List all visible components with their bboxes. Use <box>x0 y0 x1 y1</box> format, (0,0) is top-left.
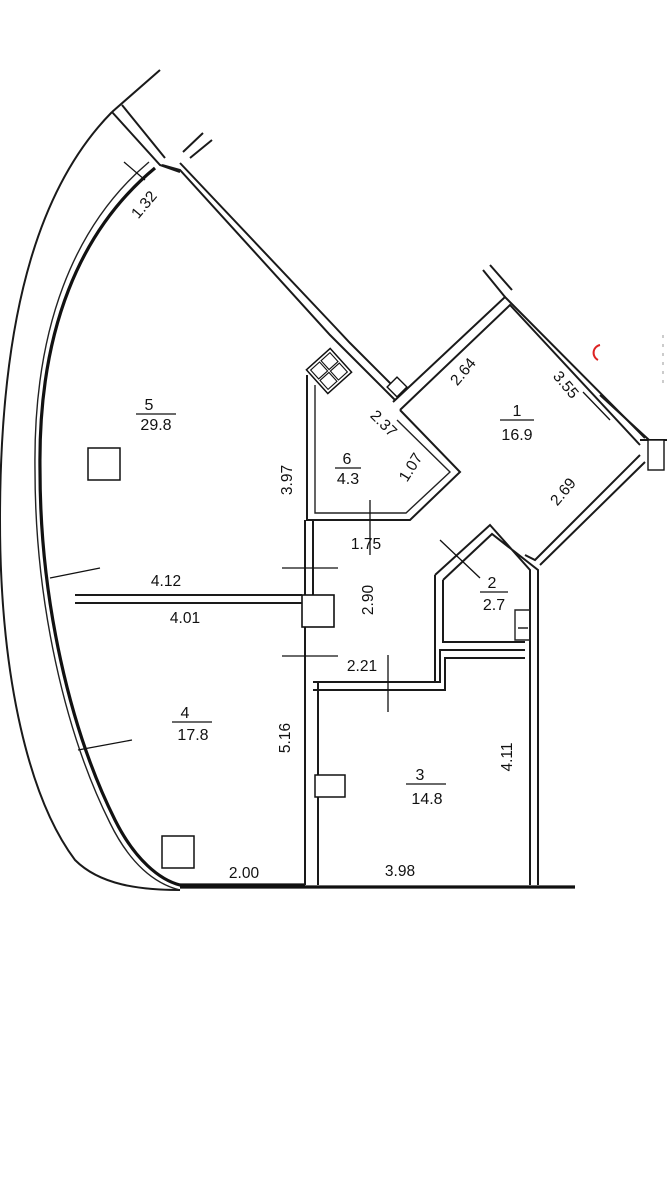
dim-3-97: 3.97 <box>279 465 296 495</box>
dim-2-00: 2.00 <box>229 865 260 882</box>
room-number: 4 <box>181 705 190 722</box>
vent-shaft <box>305 347 353 395</box>
dim-2-37: 2.37 <box>367 407 400 440</box>
room-label-3: 3 14.8 <box>406 767 446 808</box>
room-label-5: 5 29.8 <box>136 397 176 434</box>
room3-top-wall <box>313 649 525 691</box>
curved-window-inner <box>34 161 181 891</box>
dim-3-98: 3.98 <box>385 863 415 880</box>
room-area: 14.8 <box>411 791 442 808</box>
small-square-room1 <box>386 376 408 398</box>
room3-fixture <box>314 774 346 798</box>
room-label-2: 2 2.7 <box>480 575 508 614</box>
dim-2-21: 2.21 <box>347 658 377 675</box>
room1-top-walls <box>399 303 641 446</box>
outer-curve-wall <box>111 69 161 113</box>
hall-column <box>301 594 335 628</box>
room-number: 2 <box>488 575 497 592</box>
room2-walls <box>434 523 539 885</box>
right-edge-fixture <box>647 439 665 471</box>
dim-2-69: 2.69 <box>547 475 579 509</box>
dim-4-11: 4.11 <box>499 742 516 771</box>
room-area: 16.9 <box>501 427 532 444</box>
tick-marks <box>49 161 611 751</box>
dim-4-01: 4.01 <box>170 610 200 627</box>
top-left-wall-a <box>111 111 181 173</box>
vent-shaft-cells <box>309 351 349 391</box>
curved-window <box>38 166 305 887</box>
room4-column <box>161 835 195 869</box>
room-label-6: 6 4.3 <box>335 451 361 488</box>
dim-2-90: 2.90 <box>360 585 377 616</box>
room1-corridor-top <box>482 264 513 298</box>
room-area: 17.8 <box>177 727 208 744</box>
room4-top-wall <box>75 594 302 604</box>
room-number: 5 <box>145 397 154 414</box>
room-number: 1 <box>513 403 522 420</box>
room1-lower-wall <box>524 454 646 566</box>
room3-sink <box>514 609 531 641</box>
room5-diagonal-wall-outer <box>179 162 401 394</box>
room-number: 3 <box>416 767 425 784</box>
room-area: 4.3 <box>337 471 359 488</box>
room-area: 29.8 <box>140 417 171 434</box>
red-mark <box>592 344 601 361</box>
outer-curve-outer <box>0 111 181 891</box>
dim-4-12: 4.12 <box>151 573 181 590</box>
dim-3-55: 3.55 <box>549 368 581 402</box>
room6-walls <box>306 375 462 521</box>
hall-left-wall <box>304 520 314 885</box>
dim-1-75: 1.75 <box>351 536 381 553</box>
room-number: 6 <box>343 451 352 468</box>
dim-1-32: 1.32 <box>128 188 160 222</box>
room-label-1: 1 16.9 <box>500 403 534 444</box>
room-label-4: 4 17.8 <box>172 705 212 744</box>
room5-column <box>87 447 121 481</box>
dim-5-16: 5.16 <box>277 723 294 753</box>
room6-inner <box>314 385 452 514</box>
room5-diagonal-wall <box>161 164 396 401</box>
top-stub <box>182 132 213 159</box>
top-left-wall-b <box>121 104 166 159</box>
room-area: 2.7 <box>483 597 505 614</box>
dim-1-07: 1.07 <box>396 450 426 485</box>
